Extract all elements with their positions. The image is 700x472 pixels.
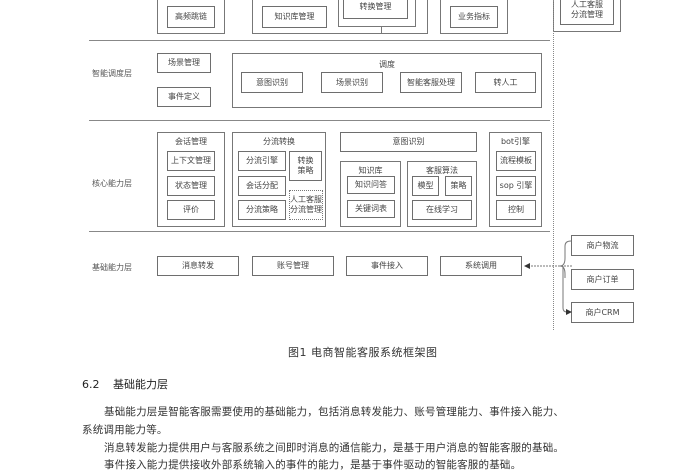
paragraph-line-1: 基础能力层是智能客服需要使用的基础能力，包括消息转发能力、账号管理能力、事件接入…: [104, 406, 565, 418]
manual-routing-box: 人工客服 分流管理: [289, 190, 323, 220]
basic-layer-label: 基础能力层: [92, 263, 132, 272]
scheduling-layer-label: 智能调度层: [92, 69, 132, 78]
merchant-orders-box: 商户订单: [571, 269, 634, 290]
dispatch-intent-label: 意图识别: [256, 77, 288, 87]
context-mgmt-label: 上下文管理: [171, 156, 211, 165]
conversion-mgmt-label: 转换管理: [359, 1, 392, 11]
intent-recognition-title: 意图识别: [392, 137, 425, 146]
keyword-table-box: 关键词表: [347, 200, 395, 218]
online-learning-label: 在线学习: [426, 205, 458, 214]
separator-core-bottom: [89, 231, 550, 232]
merchant-logistics-label: 商户物流: [586, 240, 619, 250]
conversion-mgmt-box: 转换管理: [343, 0, 408, 19]
dispatch-to-human-box: 转人工: [475, 72, 536, 93]
routing-title: 分流转换: [263, 137, 295, 146]
connector-arrows: [524, 240, 572, 315]
paragraph-line-2: 系统调用能力等。: [82, 424, 168, 436]
sop-engine-label: sop 引擎: [499, 181, 533, 190]
model-label: 模型: [417, 181, 434, 190]
message-forwarding-box: 消息转发: [157, 256, 239, 276]
paragraph-line-4: 事件接入能力提供接收外部系统输入的事件的能力，是基于事件驱动的智能客服的基础。: [104, 459, 522, 471]
event-access-label: 事件接入: [371, 261, 403, 270]
bot-engine-title: bot引擎: [500, 137, 531, 146]
high-freq-jump-box: 高频跳链: [167, 6, 215, 28]
algorithm-title: 客服算法: [426, 166, 458, 175]
manual-routing-line2: 分流管理: [290, 205, 322, 214]
separator-core-top: [89, 120, 550, 121]
section-title: 基础能力层: [113, 378, 168, 391]
message-forwarding-label: 消息转发: [182, 261, 214, 270]
section-heading: 6.2 基础能力层: [82, 376, 168, 392]
dispatch-title: 调度: [379, 60, 395, 69]
manual-routing-side-box: 人工客服 分流管理: [560, 0, 614, 25]
system-call-label: 系统调用: [465, 261, 497, 270]
knowledge-qa-label: 知识问答: [355, 180, 387, 189]
routing-strategy-label: 分流策略: [246, 205, 278, 214]
merchant-orders-label: 商户订单: [586, 274, 619, 284]
merchant-logistics-box: 商户物流: [571, 235, 634, 256]
flow-template-label: 流程模板: [500, 156, 532, 165]
manual-routing-side-line1: 人工客服: [571, 0, 603, 9]
evaluation-label: 评价: [183, 205, 199, 214]
strategy-label: 策略: [450, 181, 467, 190]
knowledge-qa-box: 知识问答: [347, 176, 395, 194]
external-divider: [553, 0, 554, 330]
arrow-right-icon: [566, 309, 572, 315]
scene-mgmt-box: 场景管理: [157, 53, 211, 73]
knowledge-base-mgmt-box: 知识库管理: [262, 6, 327, 28]
session-allocation-label: 会话分配: [246, 181, 278, 190]
control-box: 控制: [496, 200, 536, 220]
event-definition-box: 事件定义: [157, 87, 211, 107]
dispatch-scene-box: 场景识别: [321, 72, 383, 93]
session-allocation-box: 会话分配: [238, 176, 286, 196]
manual-routing-line1: 人工客服: [290, 195, 322, 204]
dispatch-intent-box: 意图识别: [241, 72, 303, 93]
dispatch-smart-service-label: 智能客服处理: [407, 77, 455, 87]
routing-strategy-box: 分流策略: [238, 200, 286, 220]
arrow-left-icon: [524, 263, 530, 269]
account-mgmt-box: 账号管理: [252, 256, 334, 276]
context-mgmt-box: 上下文管理: [167, 151, 215, 171]
top-group-2-outer: [252, 0, 428, 34]
separator-top: [89, 40, 550, 41]
figure-caption: 图1 电商智能客服系统框架图: [288, 346, 438, 359]
knowledge-base-title: 知识库: [358, 166, 383, 175]
event-definition-label: 事件定义: [168, 92, 200, 101]
switch-strategy-box: 转换 策略: [289, 151, 322, 181]
scene-mgmt-label: 场景管理: [168, 58, 200, 67]
online-learning-box: 在线学习: [412, 200, 472, 220]
strategy-box: 策略: [445, 176, 472, 196]
state-mgmt-box: 状态管理: [167, 176, 215, 196]
model-box: 模型: [412, 176, 439, 196]
sop-engine-box: sop 引擎: [496, 176, 536, 196]
switch-strategy-line1: 转换: [297, 156, 314, 165]
dispatch-to-human-label: 转人工: [493, 77, 518, 87]
control-label: 控制: [508, 205, 524, 214]
event-access-box: 事件接入: [346, 256, 428, 276]
state-mgmt-label: 状态管理: [175, 181, 207, 190]
routing-engine-box: 分流引擎: [238, 151, 286, 171]
system-call-box: 系统调用: [440, 256, 522, 276]
high-freq-jump-label: 高频跳链: [175, 12, 207, 21]
intent-recognition-header-box: 意图识别: [340, 132, 477, 152]
switch-strategy-line2: 策略: [297, 166, 314, 175]
dispatch-scene-label: 场景识别: [336, 77, 368, 87]
core-layer-label: 核心能力层: [92, 179, 132, 188]
business-metrics-label: 业务指标: [458, 12, 490, 21]
evaluation-box: 评价: [167, 200, 215, 220]
account-mgmt-label: 账号管理: [277, 261, 309, 270]
paragraph-line-3: 消息转发能力提供用户与客服系统之间即时消息的通信能力，是基于用户消息的智能客服的…: [104, 442, 565, 454]
merchant-crm-box: 商户CRM: [571, 302, 634, 323]
routing-engine-label: 分流引擎: [246, 156, 278, 165]
merchant-crm-label: 商户CRM: [585, 307, 620, 317]
manual-routing-side-line2: 分流管理: [571, 9, 603, 19]
knowledge-base-mgmt-label: 知识库管理: [274, 12, 315, 21]
flow-template-box: 流程模板: [496, 151, 536, 171]
dispatch-smart-service-box: 智能客服处理: [400, 72, 462, 93]
session-mgmt-title: 会话管理: [175, 137, 207, 146]
keyword-table-label: 关键词表: [355, 204, 387, 213]
section-number: 6.2: [82, 378, 100, 391]
business-metrics-box: 业务指标: [450, 6, 498, 28]
